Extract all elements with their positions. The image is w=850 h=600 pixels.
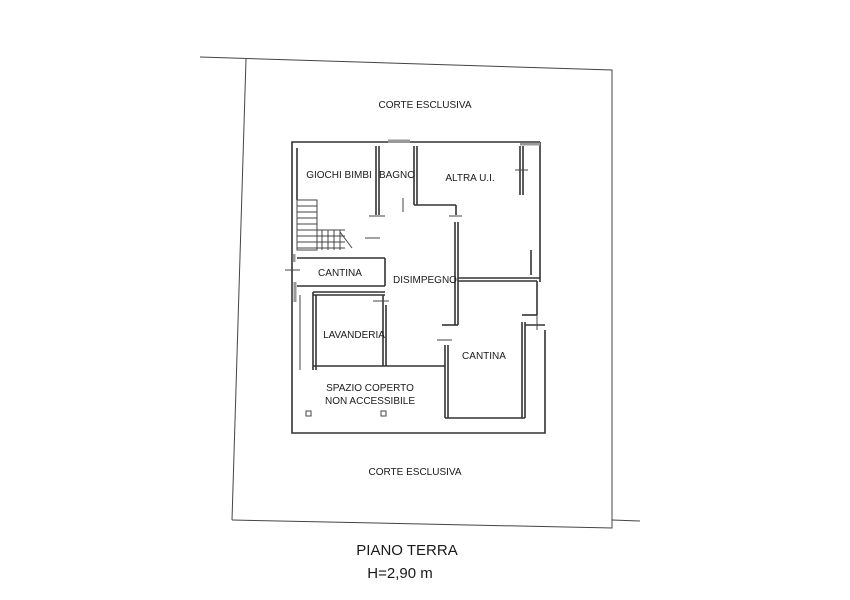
label-giochi-bimbi: GIOCHI BIMBI bbox=[306, 170, 372, 181]
label-altra-ui: ALTRA U.I. bbox=[445, 173, 494, 184]
pillar-marker bbox=[380, 410, 387, 417]
title-floor: PIANO TERRA bbox=[356, 542, 457, 559]
label-lavanderia: LAVANDERIA bbox=[323, 330, 385, 341]
pillar-marker bbox=[305, 410, 312, 417]
pillars bbox=[305, 410, 387, 417]
label-cantina-left: CANTINA bbox=[318, 268, 362, 279]
label-corte-esclusiva-bottom: CORTE ESCLUSIVA bbox=[369, 467, 462, 478]
interior-walls bbox=[285, 146, 545, 419]
label-disimpegno: DISIMPEGNO bbox=[393, 275, 457, 286]
label-spazio-coperto: SPAZIO COPERTO bbox=[326, 383, 414, 394]
label-bagno: BAGNO bbox=[379, 170, 415, 181]
label-non-accessibile: NON ACCESSIBILE bbox=[325, 396, 415, 407]
building-outline bbox=[291, 139, 546, 434]
label-cantina-right: CANTINA bbox=[462, 351, 506, 362]
plan-title: PIANO TERRA H=2,90 m bbox=[356, 542, 457, 582]
room-labels: CORTE ESCLUSIVA GIOCHI BIMBI BAGNO ALTRA… bbox=[306, 100, 506, 478]
staircase bbox=[296, 199, 353, 251]
label-corte-esclusiva-top: CORTE ESCLUSIVA bbox=[379, 100, 472, 111]
title-height: H=2,90 m bbox=[367, 565, 432, 582]
property-boundary bbox=[199, 56, 641, 529]
